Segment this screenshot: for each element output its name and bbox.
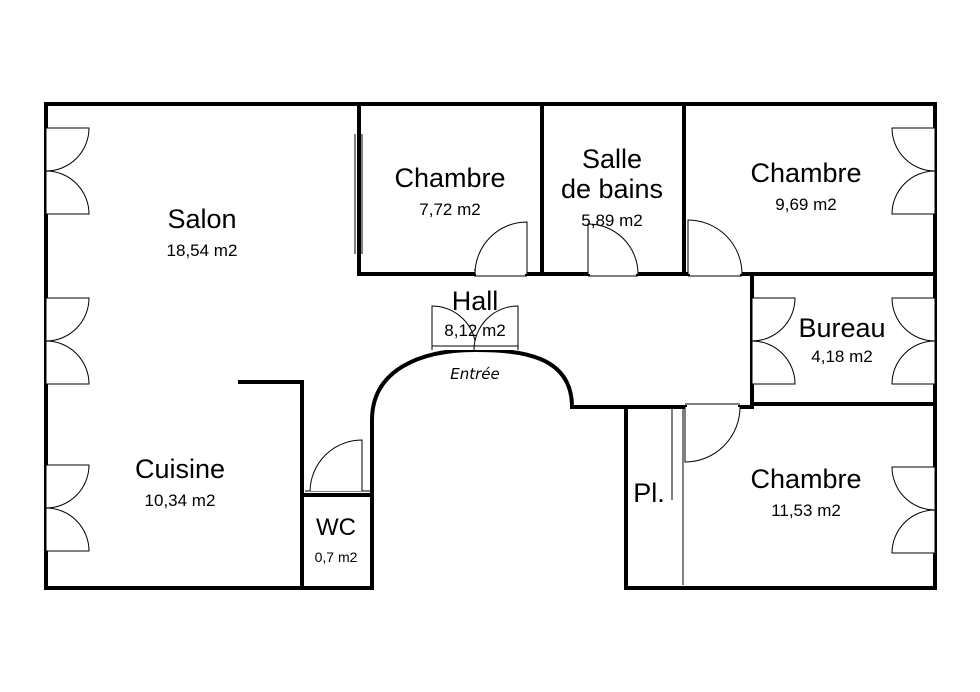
placard-name: Pl. <box>633 478 665 508</box>
sdb-area: 5,89 m2 <box>581 211 642 230</box>
bureau-area: 4,18 m2 <box>811 347 872 366</box>
window-cuisine-left[interactable] <box>45 464 90 552</box>
salon-area: 18,54 m2 <box>167 241 238 260</box>
cuisine-area: 10,34 m2 <box>145 491 216 510</box>
chambre2-area: 9,69 m2 <box>775 195 836 214</box>
chambre1-area: 7,72 m2 <box>419 200 480 219</box>
window-salon-left-2[interactable] <box>45 297 90 385</box>
hall-area: 8,12 m2 <box>444 321 505 340</box>
door-chambre2[interactable] <box>687 219 743 277</box>
bureau-name: Bureau <box>798 313 885 343</box>
entrance-label: Entrée <box>450 365 500 383</box>
chambre1-name: Chambre <box>394 163 505 193</box>
hall-name: Hall <box>452 286 499 316</box>
chambre3-area: 11,53 m2 <box>771 501 841 520</box>
sdb-name-line1: Salle <box>582 144 642 174</box>
sdb-name-line2: de bains <box>561 174 663 204</box>
wc-area: 0,7 m2 <box>315 549 358 565</box>
salon-name: Salon <box>167 204 236 234</box>
chambre2-name: Chambre <box>750 158 861 188</box>
door-chambre1[interactable] <box>474 221 528 277</box>
door-wc[interactable] <box>309 439 363 492</box>
window-chambre3-right[interactable] <box>891 466 936 554</box>
chambre3-name: Chambre <box>750 464 861 494</box>
window-bureau-right[interactable] <box>891 297 936 385</box>
door-sdb[interactable] <box>587 223 639 277</box>
cuisine-name: Cuisine <box>135 454 225 484</box>
door-bureau[interactable] <box>751 297 796 385</box>
interior-walls <box>238 102 937 590</box>
window-chambre2-right[interactable] <box>891 127 936 215</box>
wc-name: WC <box>316 514 356 541</box>
door-entree[interactable] <box>431 305 519 351</box>
window-salon-left[interactable] <box>45 127 90 215</box>
door-chambre3[interactable] <box>684 403 741 463</box>
